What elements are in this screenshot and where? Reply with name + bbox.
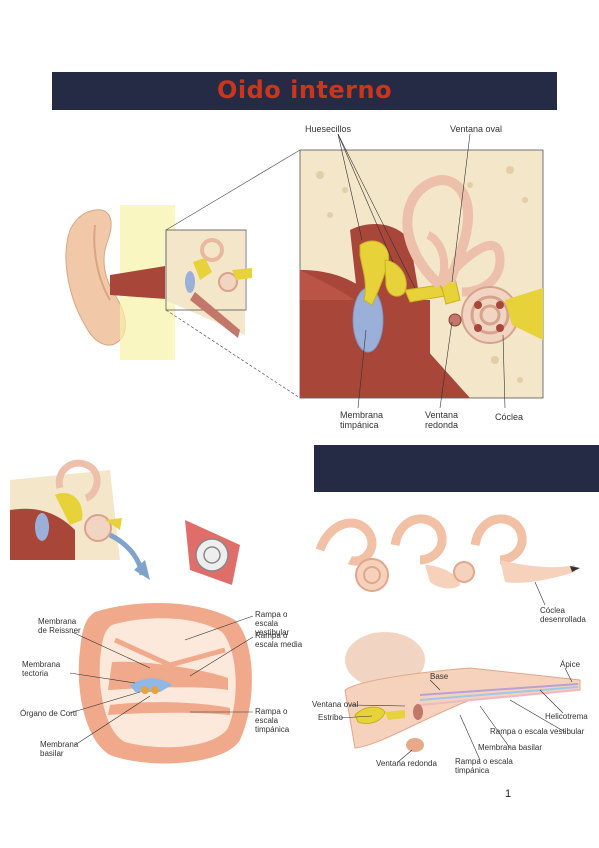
label-rampa-vestibular: Rampa o escala vestibular bbox=[255, 610, 290, 637]
label-ventana-oval-3: Ventana oval bbox=[312, 700, 359, 709]
label-ventana-redonda: Ventana redonda bbox=[425, 410, 459, 430]
label-base: Base bbox=[430, 672, 449, 681]
label-rampa-vestibular-3: Rampa o escala vestibular bbox=[490, 727, 585, 736]
label-estribo: Estribo bbox=[318, 713, 343, 722]
title-banner: Oido interno bbox=[52, 72, 557, 110]
label-apice: Ápice bbox=[560, 660, 581, 669]
label-rampa-media: Rampa o escala media bbox=[255, 631, 303, 649]
label-membrana-basilar-3: Membrana basilar bbox=[478, 743, 543, 752]
page-title: Oido interno bbox=[216, 76, 393, 104]
label-helicotrema: Helicotrema bbox=[545, 712, 588, 721]
label-coclea-desenrollada: Cóclea desenrollada bbox=[540, 606, 586, 624]
label-huesecillos: Huesecillos bbox=[305, 124, 352, 134]
cochlea-cross-section bbox=[10, 459, 252, 764]
section-banner bbox=[314, 445, 599, 492]
label-ventana-redonda-3: Ventana redonda bbox=[376, 759, 437, 768]
label-membrana-timpanica: Membrana timpánica bbox=[340, 410, 384, 430]
label-rampa-timpanica: Rampa o escala timpánica bbox=[255, 707, 290, 734]
label-membrana-basilar: Membrana basilar bbox=[40, 740, 79, 758]
cochlea-uncoiling-sequence bbox=[315, 514, 581, 752]
label-coclea: Cóclea bbox=[495, 412, 524, 422]
page-number: 1 bbox=[505, 788, 512, 800]
label-membrana-tectoria: Membrana tectoria bbox=[22, 660, 61, 678]
outer-ear-illustration bbox=[65, 205, 252, 360]
label-membrana-reissner: Membrana de Reissner bbox=[38, 617, 81, 635]
label-ventana-oval: Ventana oval bbox=[450, 124, 503, 134]
label-organo-corti: Órgano de Corti bbox=[20, 709, 77, 718]
middle-inner-ear-closeup bbox=[299, 149, 544, 399]
label-rampa-timpanica-3: Rampa o escala timpánica bbox=[455, 757, 513, 775]
